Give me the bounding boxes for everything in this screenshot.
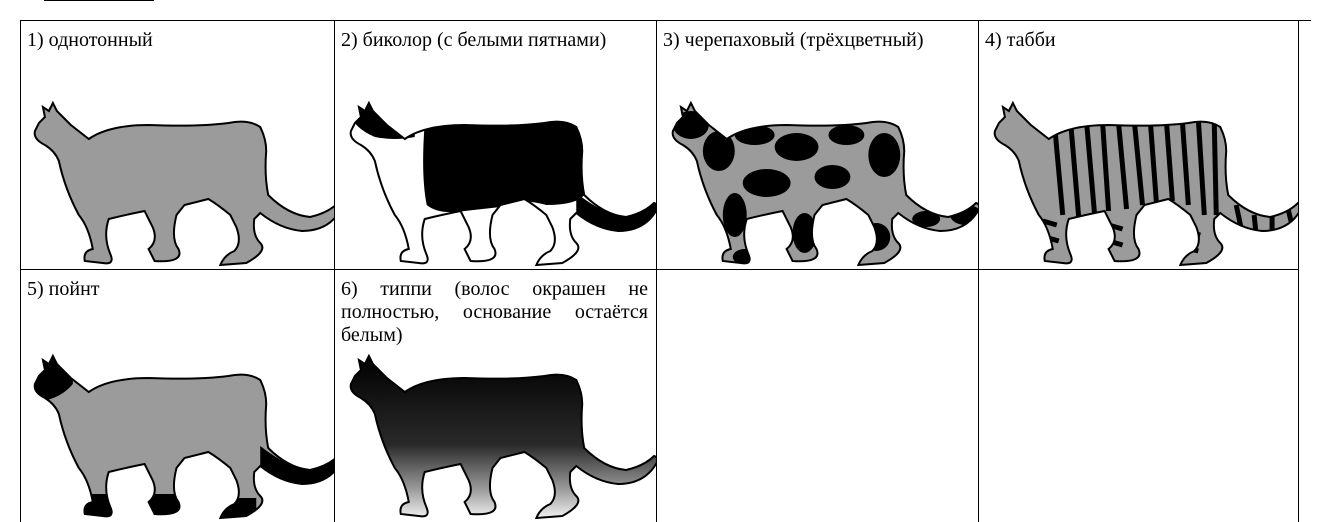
cell-tipped: 6) типпи (волос окрашен не полностью, ос… <box>335 270 657 522</box>
cat-silhouette-point-icon <box>21 352 334 522</box>
cat-silhouette-bicolor-icon <box>335 99 656 269</box>
cell-tabby: 4) табби <box>979 21 1299 270</box>
caption-solid: 1) однотонный <box>27 29 153 51</box>
cat-silhouette-tabby-icon <box>979 99 1298 269</box>
caption-tipped: 6) типпи (волос окрашен не полностью, ос… <box>341 278 648 346</box>
cat-silhouette-tipped-icon <box>335 352 656 522</box>
header-underline <box>44 0 154 1</box>
caption-point: 5) пойнт <box>27 278 100 300</box>
cell-bicolor: 2) биколор (с белыми пятнами) <box>335 21 657 270</box>
cell-solid: 1) однотонный <box>21 21 335 270</box>
cell-empty-1 <box>657 270 979 522</box>
caption-tabby: 4) табби <box>985 29 1056 51</box>
caption-bicolor: 2) биколор (с белыми пятнами) <box>341 29 607 51</box>
cat-silhouette-solid-icon <box>21 99 334 269</box>
cell-point: 5) пойнт <box>21 270 335 522</box>
cell-tortoiseshell: 3) черепаховый (трёхцветный) <box>657 21 979 270</box>
cat-silhouette-tortoiseshell-icon <box>657 99 978 269</box>
coat-pattern-table: 1) однотонный 2) биколор (с белыми пятна… <box>20 20 1311 522</box>
caption-tortoiseshell: 3) черепаховый (трёхцветный) <box>663 29 924 51</box>
cell-empty-2 <box>979 270 1299 522</box>
